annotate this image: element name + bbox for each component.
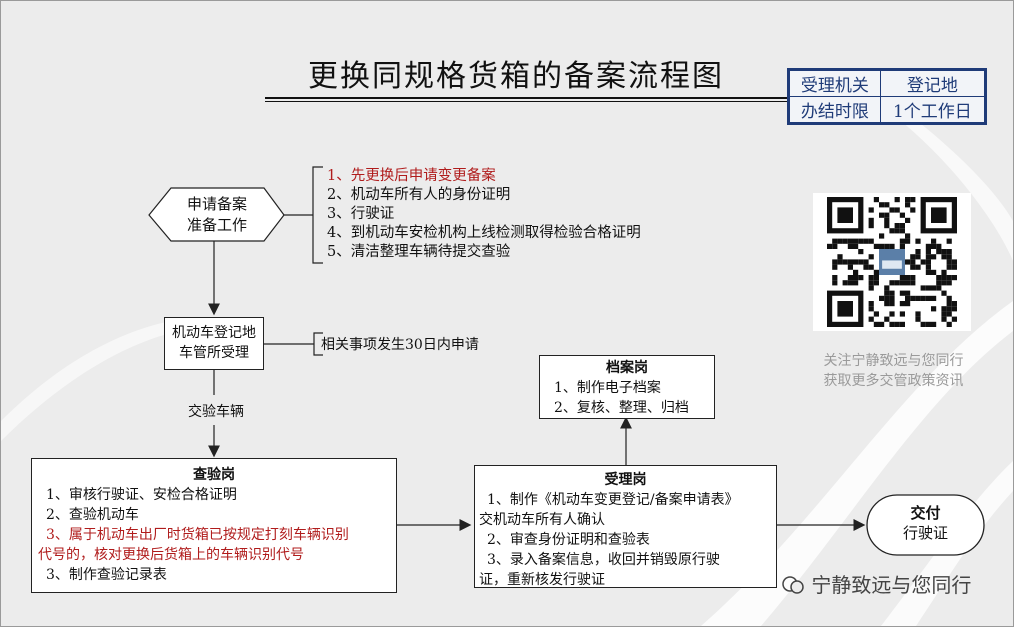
handover-vehicle-label: 交验车辆: [188, 404, 244, 420]
info-table: 受理机关 登记地 办结时限 1个工作日: [787, 68, 987, 125]
wechat-icon: [781, 575, 805, 595]
archive-item-1: 1、制作电子档案: [554, 380, 661, 396]
title-underline-thin: [265, 101, 787, 102]
prep-item-5: 5、清洁整理车辆待提交查验: [327, 244, 511, 260]
follow-text: 关注宁静致远与您同行 获取更多交管政策资讯: [801, 351, 986, 391]
prep-label-line2: 准备工作: [186, 216, 247, 234]
inspect-item-1: 1、审核行驶证、安检合格证明: [46, 487, 237, 503]
info-value-authority: 登记地: [879, 70, 986, 97]
inspect-item-4: 3、制作查验记录表: [46, 567, 167, 583]
accept-node: 受理岗 1、制作《机动车变更登记/备案申请表》 交机动车所有人确认 2、审查身份…: [474, 465, 777, 588]
inspect-item-2: 2、查验机动车: [46, 507, 139, 523]
archive-node: 档案岗 1、制作电子档案 2、复核、整理、归档: [539, 355, 715, 419]
inspect-heading: 查验岗: [193, 467, 235, 483]
accept-item-3-line2: 证，重新核发行驶证: [479, 572, 605, 588]
prep-label-line1: 申请备案: [186, 195, 247, 213]
prep-item-3: 3、行驶证: [327, 206, 395, 222]
accept-heading: 受理岗: [604, 472, 647, 488]
prep-node: 申请备案 准备工作: [161, 194, 273, 236]
prep-item-2: 2、机动车所有人的身份证明: [327, 187, 511, 203]
archive-item-2: 2、复核、整理、归档: [554, 400, 689, 416]
prep-requirements-list: 1、先更换后申请变更备案 2、机动车所有人的身份证明 3、行驶证 4、到机动车安…: [327, 167, 707, 262]
register-note: 相关事项发生30日内申请: [321, 337, 479, 353]
follow-line2: 获取更多交管政策资讯: [823, 373, 964, 389]
accept-item-1-line2: 交机动车所有人确认: [479, 512, 605, 528]
register-node: 机动车登记地 车管所受理: [164, 317, 264, 370]
info-value-timelimit: 1个工作日: [879, 96, 986, 123]
inspect-item-3-line1: 3、属于机动车出厂时货箱已按规定打刻车辆识别: [46, 527, 349, 543]
qr-code-pattern: [827, 197, 957, 327]
deliver-node: 交付 行驶证: [867, 503, 984, 543]
register-line1: 机动车登记地: [172, 325, 256, 341]
watermark-text: 宁静致远与您同行: [811, 573, 972, 597]
title-underline: [265, 97, 787, 99]
qr-code: [813, 193, 971, 331]
deliver-line1: 交付: [910, 504, 941, 522]
accept-item-1-line1: 1、制作《机动车变更登记/备案申请表》: [487, 492, 739, 508]
prep-item-1: 1、先更换后申请变更备案: [327, 168, 496, 184]
inspect-node: 查验岗 1、审核行驶证、安检合格证明 2、查验机动车 3、属于机动车出厂时货箱已…: [31, 458, 397, 593]
wechat-watermark: 宁静致远与您同行: [781, 569, 971, 598]
deliver-line2: 行驶证: [902, 524, 948, 542]
follow-line1: 关注宁静致远与您同行: [823, 353, 964, 369]
accept-item-3-line1: 3、录入备案信息，收回并销毁原行驶: [487, 552, 720, 568]
archive-heading: 档案岗: [606, 360, 648, 376]
prep-item-4: 4、到机动车安检机构上线检测取得检验合格证明: [327, 225, 641, 241]
accept-item-2: 2、审查身份证明和查验表: [487, 532, 650, 548]
inspect-item-3-line2: 代号的，核对更换后货箱上的车辆识别代号: [38, 547, 304, 563]
register-line2: 车管所受理: [179, 345, 249, 361]
page-title: 更换同规格货箱的备案流程图: [308, 59, 724, 94]
